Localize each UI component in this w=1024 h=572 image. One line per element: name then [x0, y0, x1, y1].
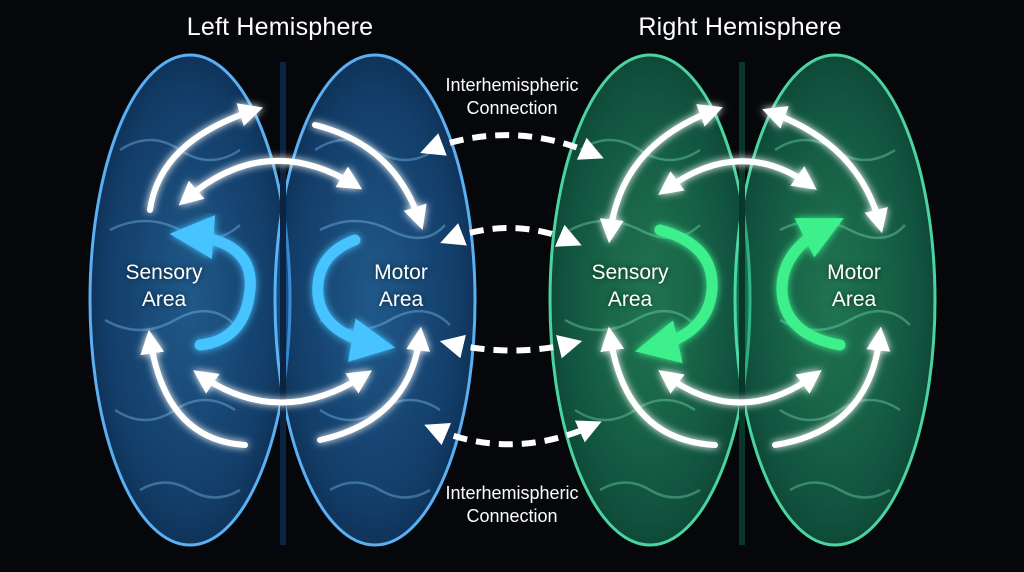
right-bottom-left-arrow — [600, 326, 718, 448]
right-sensory-arc — [634, 224, 718, 364]
right-motor-area-label: Motor Area — [784, 259, 924, 313]
top-connection-label-line2: Connection — [466, 98, 558, 118]
left-top-outer-arrow — [147, 103, 264, 213]
left-top-inner-arrow — [178, 157, 363, 206]
right-sensory-line1: Sensory — [591, 261, 669, 284]
right-brain-flow-arrows — [599, 104, 891, 448]
left-motor-area-label: Motor Area — [331, 259, 471, 313]
left-sensory-line2: Area — [141, 288, 187, 311]
connection-arrow-4 — [424, 420, 602, 448]
interhemispheric-connections — [420, 132, 604, 448]
bottom-connection-label-line1: Interhemispheric — [445, 483, 579, 503]
right-top-inner-arrow — [658, 158, 817, 195]
right-sensory-area-label: Sensory Area — [560, 259, 700, 313]
right-motor-line1: Motor — [827, 261, 881, 284]
left-sensory-arc — [169, 215, 256, 351]
left-bottom-right-arrow — [317, 326, 431, 443]
right-brain-inner-arcs — [634, 218, 846, 364]
right-bottom-right-arrow — [772, 326, 891, 448]
left-motor-line1: Motor — [374, 261, 428, 284]
right-top-left-arrow — [599, 104, 723, 244]
right-motor-line2: Area — [831, 288, 877, 311]
left-sensory-area-label: Sensory Area — [94, 259, 234, 313]
left-motor-arc — [312, 234, 396, 362]
left-brain-inner-arcs — [169, 215, 396, 362]
bottom-connection-label-line2: Connection — [466, 506, 558, 526]
left-top-right-arrow — [312, 122, 427, 230]
left-sensory-line1: Sensory — [125, 261, 203, 284]
left-bottom-inner-arrow — [193, 370, 373, 406]
right-top-right-arrow — [762, 106, 888, 234]
connection-arrow-1 — [420, 132, 604, 160]
right-sensory-line2: Area — [607, 288, 653, 311]
left-brain-flow-arrows — [140, 103, 431, 448]
bottom-connection-label: Interhemispheric Connection — [402, 482, 622, 528]
right-bottom-inner-arrow — [658, 370, 822, 406]
left-bottom-outer-arrow — [140, 329, 248, 448]
top-connection-label: Interhemispheric Connection — [402, 74, 622, 120]
right-hemisphere-title: Right Hemisphere — [638, 13, 842, 41]
left-hemisphere-title: Left Hemisphere — [186, 13, 374, 41]
left-motor-line2: Area — [378, 288, 424, 311]
right-motor-arc — [776, 218, 846, 351]
top-connection-label-line1: Interhemispheric — [445, 75, 579, 95]
